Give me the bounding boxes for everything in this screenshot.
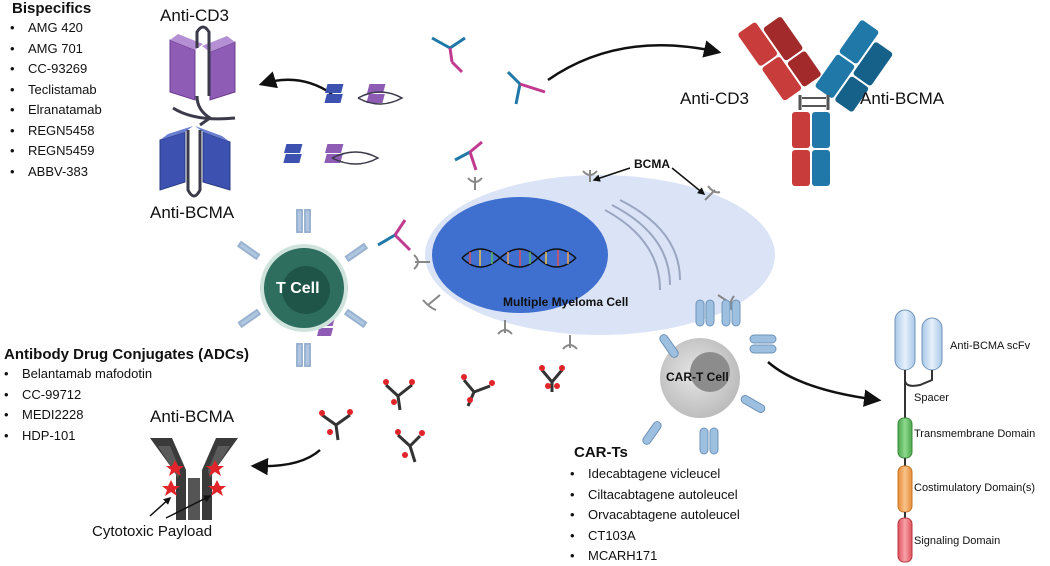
anti-bcma-label-left: Anti-BCMA: [150, 203, 235, 222]
anti-cd3-label-left: Anti-CD3: [160, 6, 229, 25]
car-t-list-item: Ciltacabtagene autoleucel: [566, 485, 740, 506]
arrow-to-car-construct: [767, 361, 882, 407]
adc-list-item: CC-99712: [0, 385, 152, 406]
bispecifics-heading: Bispecifics: [12, 0, 92, 17]
bispecific-antibody: [738, 17, 893, 186]
small-bispecific-2: [283, 144, 380, 165]
bcma-arrow-right: [671, 167, 706, 195]
bcma-label: BCMA: [634, 157, 670, 171]
car-t-cell: [642, 299, 777, 455]
small-antibody-top: [431, 36, 466, 74]
spacer-label: Spacer: [914, 392, 949, 404]
adcs-heading: Antibody Drug Conjugates (ADCs): [4, 346, 249, 363]
transmembrane-label: Transmembrane Domain: [914, 428, 1036, 440]
bispecific-schematic: [159, 25, 236, 198]
adc-list-item: Belantamab mafodotin: [0, 364, 152, 385]
adcs-list: Belantamab mafodotinCC-99712MEDI2228HDP-…: [0, 364, 152, 446]
bispecific-list-item: CC-93269: [6, 59, 102, 80]
car-t-list-item: Orvacabtagene autoleucel: [566, 505, 740, 526]
bcma-receptors: [413, 170, 735, 350]
bcma-arrow-left: [592, 167, 631, 182]
anti-bcma-adc-label: Anti-BCMA: [150, 407, 235, 426]
car-t-list-item: CT103A: [566, 526, 740, 547]
anti-bcma-label-right: Anti-BCMA: [860, 89, 945, 108]
costimulatory-label: Costimulatory Domain(s): [914, 482, 1036, 494]
cytotoxic-payload-label: Cytotoxic Payload: [92, 523, 213, 540]
adc-schematic: [150, 438, 238, 520]
small-antibody-mid: [506, 70, 546, 105]
t-cell-label: T Cell: [276, 280, 320, 297]
payload-arrow-left: [149, 496, 172, 517]
adc-antibodies: [321, 369, 564, 463]
arrow-to-antibody: [547, 40, 722, 82]
car-t-cell-label: CAR-T Cell: [666, 370, 729, 384]
adc-payload-dots: [319, 365, 565, 458]
bispecific-list-item: Elranatamab: [6, 100, 102, 121]
bispecific-list-item: ABBV-383: [6, 162, 102, 183]
payload-arrow-right: [165, 495, 212, 519]
arrow-to-bispecific: [258, 71, 333, 96]
bispecifics-list: AMG 420AMG 701CC-93269TeclistamabElranat…: [6, 18, 102, 182]
anti-cd3-label-right: Anti-CD3: [680, 89, 749, 108]
t-cell: [236, 209, 369, 367]
bispecific-list-item: REGN5458: [6, 121, 102, 142]
bispecific-list-item: REGN5459: [6, 141, 102, 162]
bispecific-list-item: AMG 701: [6, 39, 102, 60]
bispecific-list-item: Teclistamab: [6, 80, 102, 101]
adc-list-item: MEDI2228: [0, 405, 152, 426]
car-t-list-item: MCARH171: [566, 546, 740, 566]
scfv-label: Anti-BCMA scFv: [950, 340, 1031, 352]
signaling-label: Signaling Domain: [914, 535, 1001, 547]
car-construct: [894, 309, 943, 563]
arrow-to-adc: [250, 449, 321, 476]
car-t-list-item: Idecabtagene vicleucel: [566, 464, 740, 485]
payload-stars: [162, 460, 226, 496]
myeloma-cell: [425, 175, 775, 335]
bispecific-list-item: AMG 420: [6, 18, 102, 39]
small-bispecific-1: [324, 84, 404, 105]
car-ts-heading: CAR-Ts: [574, 444, 628, 461]
myeloma-cell-label: Multiple Myeloma Cell: [503, 295, 629, 309]
car-ts-list: Idecabtagene vicleucelCiltacabtagene aut…: [566, 464, 740, 566]
adc-list-item: HDP-101: [0, 426, 152, 447]
